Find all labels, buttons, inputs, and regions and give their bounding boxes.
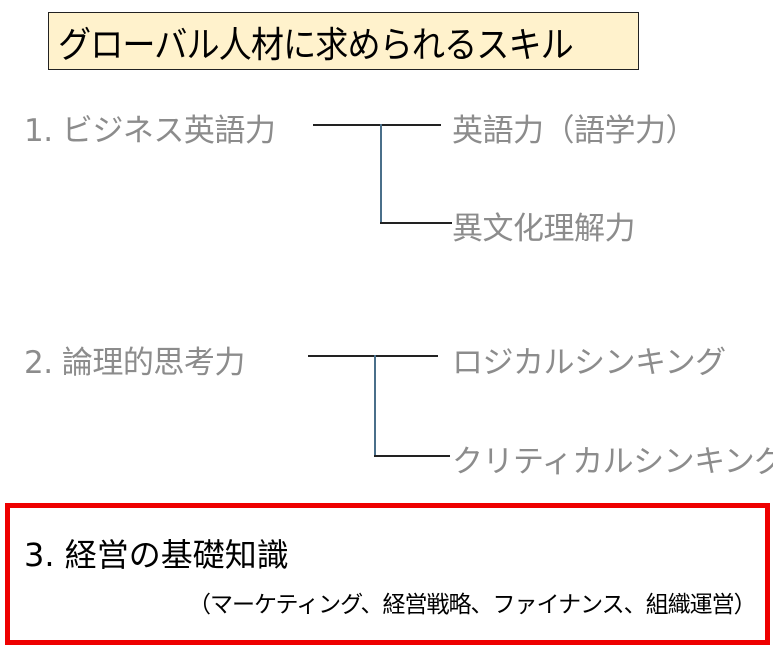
highlight-box	[5, 503, 770, 645]
skill-1-child-1: 英語力（語学力）	[452, 113, 697, 149]
slide-title: グローバル人材に求められるスキル	[58, 25, 574, 66]
connector-line	[308, 355, 438, 357]
skill-2-label: 2. 論理的思考力	[24, 345, 245, 381]
skill-3-label: 3. 経営の基礎知識	[24, 536, 289, 574]
skill-2-child-2: クリティカルシンキング	[452, 444, 773, 480]
connector-line	[374, 455, 450, 457]
connector-line	[380, 222, 452, 224]
skill-1-child-2: 異文化理解力	[452, 211, 636, 247]
title-box	[48, 12, 639, 70]
connector-line	[380, 124, 382, 223]
connector-line	[374, 355, 376, 456]
connector-line	[313, 124, 441, 126]
skill-1-label: 1. ビジネス英語力	[24, 113, 276, 149]
skill-2-child-1: ロジカルシンキング	[452, 345, 726, 381]
skill-3-detail: （マーケティング、経営戦略、ファイナンス、組織運営）	[188, 592, 757, 618]
